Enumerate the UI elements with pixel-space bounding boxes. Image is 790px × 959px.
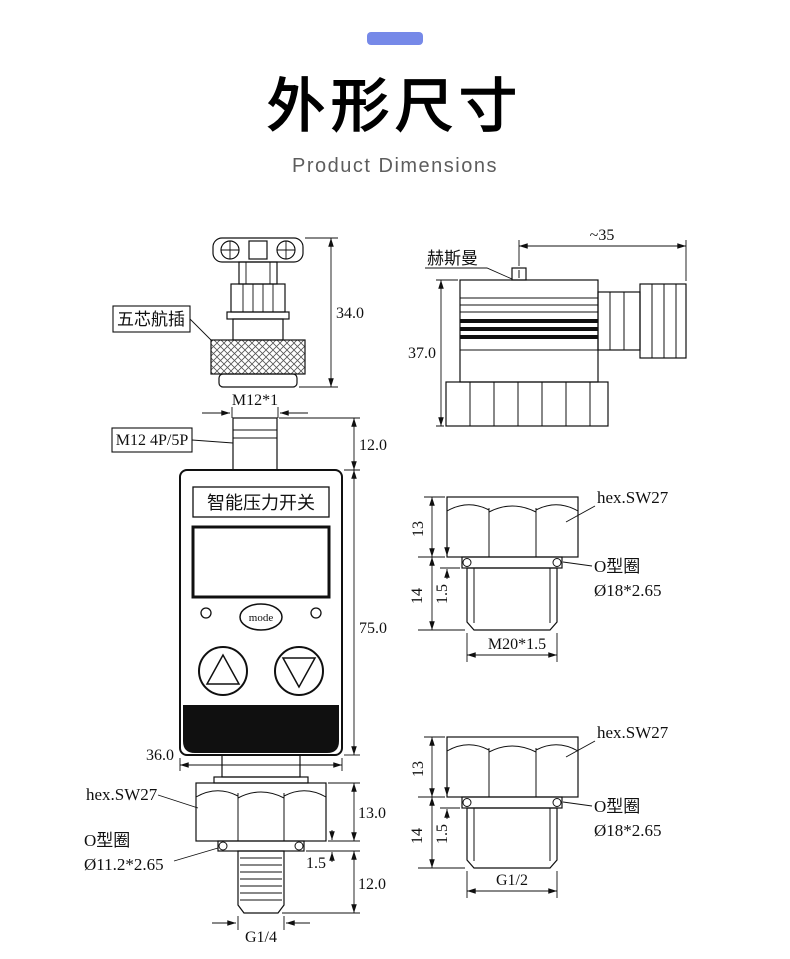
g12-oring-label: O型圈	[594, 797, 640, 816]
device-oring	[217, 840, 305, 852]
screw-icon	[511, 267, 527, 281]
pressure-switch-dimensions	[111, 407, 360, 930]
g12-thread-length-dim: 14	[409, 828, 426, 844]
m20-thread-dim: M20*1.5	[488, 636, 546, 653]
aviation-plug-label: 五芯航插	[117, 310, 185, 329]
hirschmann-width-dim: ~35	[590, 227, 615, 244]
g12-oring-size: Ø18*2.65	[594, 821, 662, 840]
g12-hex-label: hex.SW27	[597, 723, 669, 742]
device-thread-length-dim: 12.0	[358, 876, 386, 893]
page-header: 外形尺寸 Product Dimensions	[0, 0, 790, 178]
device-connector-label: M12 4P/5P	[116, 432, 189, 449]
indicator-led-right	[310, 607, 322, 619]
g12-fitting-drawing	[446, 736, 579, 869]
hirschmann-dimensions	[425, 240, 687, 427]
g12-thread	[466, 807, 558, 869]
device-screen-title: 智能压力开关	[207, 493, 315, 513]
device-display	[191, 525, 331, 599]
device-oring-thickness-dim: 1.5	[306, 855, 326, 872]
page-title: 外形尺寸	[266, 74, 523, 139]
device-body-height-dim: 75.0	[359, 620, 387, 637]
accent-bar	[367, 32, 423, 45]
device-oring-label: O型圈	[84, 831, 130, 850]
aviation-plug-dimensions	[112, 237, 338, 388]
page-subtitle: Product Dimensions	[292, 155, 498, 177]
up-button	[198, 646, 248, 696]
device-thread	[237, 850, 285, 914]
device-thread-bottom-dim: G1/4	[245, 929, 277, 946]
m20-oring-label: O型圈	[594, 557, 640, 576]
hirschmann-drawing	[445, 267, 687, 427]
down-button	[274, 646, 324, 696]
aviation-plug-height-dim: 34.0	[336, 305, 364, 322]
m20-hex-height-dim: 13	[410, 521, 427, 537]
triangle-down-icon	[281, 657, 317, 689]
pressure-switch-drawing	[179, 417, 343, 914]
m12-connector	[232, 417, 278, 471]
m20-oring-size: Ø18*2.65	[594, 581, 662, 600]
m20-thread-length-dim: 14	[409, 588, 426, 604]
m20-fitting-dimensions	[418, 496, 596, 662]
device-hex-height-dim: 13.0	[358, 805, 386, 822]
m20-hex-label: hex.SW27	[597, 488, 669, 507]
triangle-up-icon	[205, 653, 241, 685]
hirschmann-label: 赫斯曼	[427, 249, 478, 268]
device-hex-label: hex.SW27	[86, 785, 158, 804]
g12-oring	[461, 796, 563, 809]
device-connector-height-dim: 12.0	[359, 437, 387, 454]
g12-hex-height-dim: 13	[410, 761, 427, 777]
m20-oring	[461, 556, 563, 569]
aviation-plug-drawing	[210, 237, 306, 388]
m20-fitting-drawing	[446, 496, 579, 631]
g12-thread-dim: G1/2	[496, 872, 528, 889]
device-body-width-dim: 36.0	[146, 747, 174, 764]
g12-fitting-dimensions	[418, 736, 596, 898]
g12-oring-thickness-dim: 1.5	[434, 824, 451, 844]
hirschmann-height-dim: 37.0	[408, 345, 436, 362]
accent-bar-wrap	[0, 32, 790, 45]
device-thread-top-dim: M12*1	[232, 392, 278, 409]
m20-thread	[466, 567, 558, 631]
m20-oring-thickness-dim: 1.5	[434, 584, 451, 604]
mode-button	[239, 603, 283, 631]
mode-button-label: mode	[249, 612, 274, 624]
device-title-box	[192, 486, 330, 518]
knurled-nut	[210, 339, 306, 375]
device-bottom-band	[183, 705, 339, 753]
device-oring-size: Ø11.2*2.65	[84, 855, 164, 874]
indicator-led-left	[200, 607, 212, 619]
